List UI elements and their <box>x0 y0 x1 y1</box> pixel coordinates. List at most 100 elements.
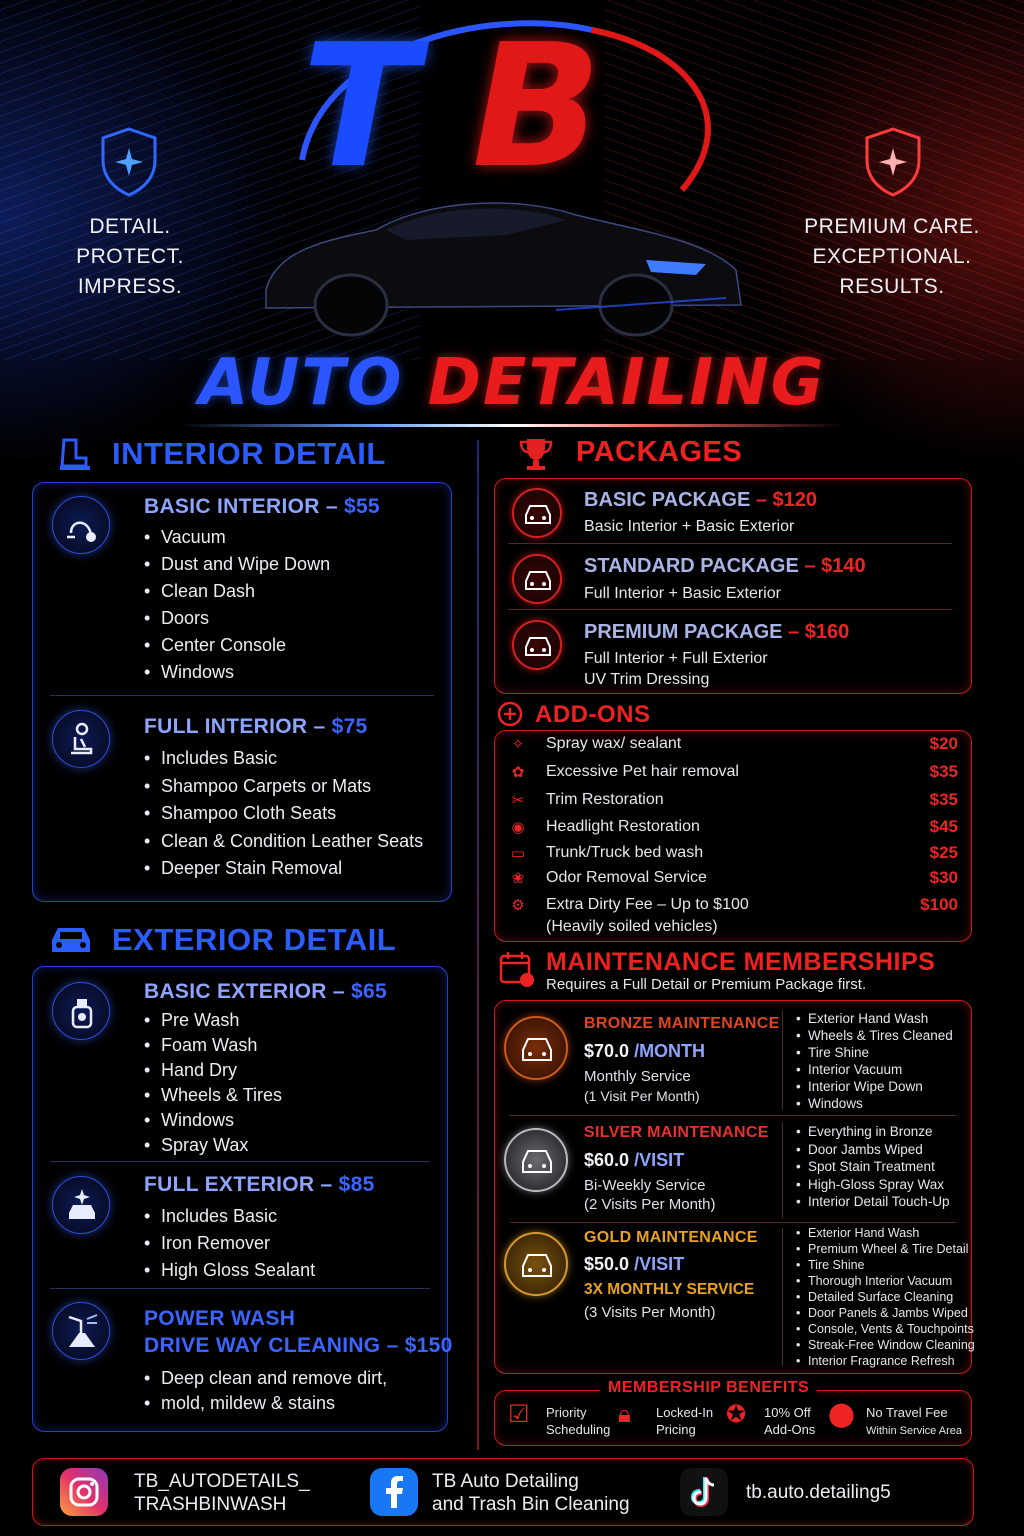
instagram-line1: TB_AUTODETAILS_ <box>134 1471 310 1492</box>
center-divider <box>477 440 479 1450</box>
silver-price-line: $60.0 /VISIT <box>584 1150 684 1171</box>
list-item: Interior Fragrance Refresh <box>796 1353 975 1369</box>
facebook-icon[interactable] <box>370 1468 418 1516</box>
gold-price-line: $50.0 /VISIT <box>584 1254 684 1275</box>
member-separator <box>782 1010 783 1110</box>
list-item: High Gloss Sealant <box>144 1257 315 1284</box>
list-item: Thorough Interior Vacuum <box>796 1273 975 1289</box>
addon-label: Excessive Pet hair removal <box>546 763 739 780</box>
list-item: Deep clean and remove dirt, <box>144 1366 387 1391</box>
power-wash-line1: POWER WASH <box>144 1307 296 1330</box>
package-divider-2 <box>508 609 952 610</box>
list-item: Center Console <box>144 632 330 659</box>
shield-sparkle-icon <box>865 127 921 197</box>
bronze-unit: /MONTH <box>634 1041 706 1061</box>
instagram-line2: TRASHBINWASH <box>134 1494 287 1515</box>
sports-car-icon <box>265 202 742 337</box>
list-item: Wheels & Tires Cleaned <box>796 1027 953 1044</box>
tiktok-icon[interactable] <box>680 1468 728 1516</box>
logo-letter-t: T <box>302 8 418 206</box>
facebook-handle[interactable]: TB Auto Detailing and Trash Bin Cleaning <box>432 1470 630 1516</box>
bronze-price-line: $70.0 /MONTH <box>584 1041 705 1062</box>
addon-label: Extra Dirty Fee – Up to $100 <box>546 896 749 913</box>
seat-person-icon <box>71 722 93 755</box>
list-item: Door Panels & Jambs Wiped <box>796 1305 975 1321</box>
car-icon <box>525 505 551 524</box>
tiktok-handle[interactable]: tb.auto.detailing5 <box>746 1482 891 1503</box>
packages-title: PACKAGES <box>576 436 743 468</box>
list-item: Interior Wipe Down <box>796 1078 953 1095</box>
list-item: Tire Shine <box>796 1044 953 1061</box>
gold-name: GOLD MAINTENANCE <box>584 1229 758 1246</box>
facebook-line1: TB Auto Detailing <box>432 1471 579 1492</box>
silver-features: Everything in Bronze Door Jambs Wiped Sp… <box>796 1123 950 1211</box>
list-item: High-Gloss Spray Wax <box>796 1176 950 1194</box>
list-item: Streak-Free Window Cleaning <box>796 1337 975 1353</box>
instagram-icon[interactable] <box>60 1468 108 1516</box>
list-item: Clean & Condition Leather Seats <box>144 828 423 856</box>
tagline-right-3: RESULTS. <box>839 275 945 298</box>
bronze-coin <box>504 1016 568 1080</box>
logo-letter-b: B <box>472 8 602 206</box>
silver-unit: /VISIT <box>634 1150 685 1170</box>
exterior-detail-title: EXTERIOR DETAIL <box>112 922 397 957</box>
sparkle-car-icon <box>69 1189 95 1219</box>
facebook-glyph <box>386 1476 403 1508</box>
power-wash-line2: DRIVE WAY CLEANING – <box>144 1334 399 1357</box>
basic-exterior-list: Pre Wash Foam Wash Hand Dry Wheels & Tir… <box>144 1008 282 1158</box>
instagram-handle[interactable]: TB_AUTODETAILS_ TRASHBINWASH <box>134 1470 310 1516</box>
addon-price: $45 <box>929 817 958 836</box>
seat-person-icon-badge <box>52 710 110 768</box>
premium-package-name: PREMIUM PACKAGE <box>584 621 783 643</box>
benefit-line1: Priority <box>546 1405 587 1420</box>
basic-package-desc: Basic Interior + Basic Exterior <box>584 518 795 535</box>
full-interior-name: FULL INTERIOR – <box>144 715 326 738</box>
addon-label: Headlight Restoration <box>546 818 700 835</box>
list-item: Foam Wash <box>144 1033 282 1058</box>
tagline-right-1: PREMIUM CARE. <box>804 215 980 238</box>
addon-price: $35 <box>929 762 958 781</box>
addon-price: $20 <box>929 734 958 753</box>
interior-panel <box>32 482 452 902</box>
list-item: Shampoo Carpets or Mats <box>144 773 423 801</box>
tagline-left: DETAIL. PROTECT. IMPRESS. <box>70 212 190 302</box>
addon-price: $35 <box>929 790 958 809</box>
list-item: Windows <box>144 1108 282 1133</box>
list-item: Windows <box>796 1095 953 1112</box>
sparkle-car-icon-badge <box>52 1176 110 1234</box>
list-item: Everything in Bronze <box>796 1123 950 1141</box>
packages-panel <box>494 478 972 694</box>
benefit-line2: Within Service Area <box>866 1425 962 1437</box>
full-interior-price: $75 <box>331 715 368 738</box>
member-separator <box>782 1228 783 1366</box>
addons-panel <box>494 730 972 942</box>
car-front-icon <box>52 928 90 952</box>
member-divider-2 <box>510 1222 956 1223</box>
bronze-sub-1: Monthly Service <box>584 1068 691 1085</box>
logo-swoosh-icon <box>299 20 711 192</box>
list-item: Interior Detail Touch-Up <box>796 1193 950 1211</box>
list-item: mold, mildew & stains <box>144 1391 387 1416</box>
addon-row: ◉ Headlight Restoration $45 <box>508 816 960 840</box>
list-item: Pre Wash <box>144 1008 282 1033</box>
addon-extra-note: (Heavily soiled vehicles) <box>546 918 718 935</box>
shield-sparkle-icon <box>101 127 157 197</box>
member-separator <box>782 1122 783 1218</box>
list-item: Iron Remover <box>144 1230 315 1257</box>
package-divider-1 <box>508 543 952 544</box>
trophy-icon <box>519 439 553 470</box>
list-item: Dust and Wipe Down <box>144 551 330 578</box>
location-pin-icon: ⬤ <box>828 1401 855 1428</box>
full-interior-title: FULL INTERIOR – $75 <box>144 715 368 739</box>
truck-icon: ▭ <box>510 845 526 862</box>
calendar-icon <box>499 952 534 987</box>
addon-price: $25 <box>929 843 958 862</box>
full-exterior-price: $85 <box>338 1173 375 1196</box>
list-item: Detailed Surface Cleaning <box>796 1289 975 1305</box>
addon-row: ✂ Trim Restoration $35 <box>508 789 960 813</box>
facebook-line2: and Trash Bin Cleaning <box>432 1494 630 1515</box>
basic-exterior-title: BASIC EXTERIOR – $65 <box>144 980 387 1004</box>
list-item: Doors <box>144 605 330 632</box>
